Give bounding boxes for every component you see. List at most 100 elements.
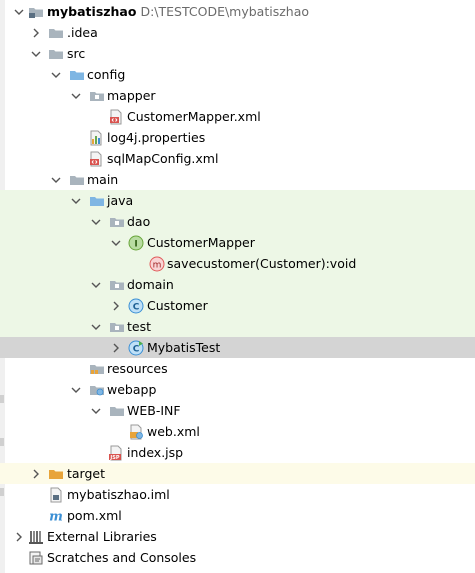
maven-badge-text: m bbox=[49, 509, 63, 524]
tree-row-webapp[interactable]: webapp bbox=[0, 379, 475, 400]
tree-label: dao bbox=[127, 214, 151, 229]
left-strip-marker bbox=[0, 438, 4, 446]
source-root-folder-icon bbox=[89, 193, 105, 209]
project-name: mybatiszhao bbox=[47, 4, 137, 19]
tree-label: mapper bbox=[107, 88, 156, 103]
tree-label: resources bbox=[107, 361, 168, 376]
tree-row-src[interactable]: src bbox=[0, 43, 475, 64]
tree-label: log4j.properties bbox=[107, 130, 206, 145]
chevron-down-icon[interactable] bbox=[50, 69, 62, 81]
folder-icon bbox=[109, 403, 125, 419]
tree-label: src bbox=[67, 46, 86, 61]
tree-row-dao[interactable]: dao bbox=[0, 211, 475, 232]
tree-row-customer-class[interactable]: C Customer bbox=[0, 295, 475, 316]
chevron-down-icon[interactable] bbox=[13, 6, 25, 18]
package-icon bbox=[109, 319, 125, 335]
tree-row-domain[interactable]: domain bbox=[0, 274, 475, 295]
web-folder-icon bbox=[89, 382, 105, 398]
tree-row-iml[interactable]: mybatiszhao.iml bbox=[0, 484, 475, 505]
tree-label: test bbox=[127, 319, 152, 334]
package-icon bbox=[89, 88, 105, 104]
chevron-down-icon[interactable] bbox=[90, 321, 102, 333]
tree-row-idea[interactable]: .idea bbox=[0, 22, 475, 43]
chevron-down-icon[interactable] bbox=[70, 384, 82, 396]
tree-label: WEB-INF bbox=[127, 403, 181, 418]
chevron-down-icon[interactable] bbox=[70, 90, 82, 102]
tree-row-resources[interactable]: resources bbox=[0, 358, 475, 379]
tree-label: CustomerMapper bbox=[147, 235, 255, 250]
maven-icon: m bbox=[48, 508, 64, 524]
chevron-down-icon[interactable] bbox=[90, 405, 102, 417]
module-file-icon bbox=[48, 487, 64, 503]
tree-row-webinf[interactable]: WEB-INF bbox=[0, 400, 475, 421]
chevron-right-icon[interactable] bbox=[110, 342, 122, 354]
left-strip-marker bbox=[0, 395, 4, 403]
tree-row-customer-mapper-interface[interactable]: I CustomerMapper bbox=[0, 232, 475, 253]
web-xml-file-icon bbox=[128, 424, 144, 440]
tree-label: sqlMapConfig.xml bbox=[107, 151, 219, 166]
runnable-class-icon: C bbox=[128, 340, 144, 356]
tree-label: Customer bbox=[147, 298, 208, 313]
interface-badge-text: I bbox=[134, 239, 137, 249]
class-icon: C bbox=[128, 298, 144, 314]
tree-label: External Libraries bbox=[47, 529, 157, 544]
tree-label: java bbox=[107, 193, 134, 208]
tree-row-scratches[interactable]: Scratches and Consoles bbox=[0, 547, 475, 568]
interface-icon: I bbox=[128, 235, 144, 251]
tree-label: MybatisTest bbox=[147, 340, 221, 355]
class-badge-text: C bbox=[133, 302, 140, 312]
tree-label: config bbox=[87, 67, 126, 82]
chevron-down-icon[interactable] bbox=[30, 48, 42, 60]
tree-label: Scratches and Consoles bbox=[47, 550, 197, 565]
library-icon bbox=[28, 529, 44, 545]
jsp-badge-text: JSP bbox=[109, 455, 119, 461]
chevron-down-icon[interactable] bbox=[70, 195, 82, 207]
xml-file-icon bbox=[88, 151, 104, 167]
left-strip-marker bbox=[0, 488, 4, 496]
tree-row-save-method[interactable]: m savecustomer(Customer):void bbox=[0, 253, 475, 274]
tree-row-target[interactable]: target bbox=[0, 463, 475, 484]
chevron-down-icon[interactable] bbox=[90, 279, 102, 291]
chevron-right-icon[interactable] bbox=[30, 27, 42, 39]
tree-row-indexjsp[interactable]: JSP index.jsp bbox=[0, 442, 475, 463]
chevron-down-icon[interactable] bbox=[110, 237, 122, 249]
chevron-down-icon[interactable] bbox=[50, 174, 62, 186]
tree-label: webapp bbox=[107, 382, 157, 397]
tree-row-config[interactable]: config bbox=[0, 64, 475, 85]
tree-row-log4j[interactable]: log4j.properties bbox=[0, 127, 475, 148]
package-icon bbox=[109, 277, 125, 293]
tree-label: index.jsp bbox=[127, 445, 184, 460]
tree-row-test[interactable]: test bbox=[0, 316, 475, 337]
chevron-right-icon[interactable] bbox=[110, 300, 122, 312]
class-badge-text: C bbox=[133, 344, 140, 354]
chevron-right-icon[interactable] bbox=[13, 531, 25, 543]
tree-row-sqlmapconfig[interactable]: sqlMapConfig.xml bbox=[0, 148, 475, 169]
tree-label: savecustomer(Customer):void bbox=[167, 256, 357, 271]
chevron-down-icon[interactable] bbox=[90, 216, 102, 228]
package-icon bbox=[109, 214, 125, 230]
tree-row-pom[interactable]: m pom.xml bbox=[0, 505, 475, 526]
tree-label: mybatiszhao.iml bbox=[67, 487, 170, 502]
method-badge-text: m bbox=[153, 260, 162, 270]
method-icon: m bbox=[149, 256, 165, 272]
tree-row-main[interactable]: main bbox=[0, 169, 475, 190]
tree-row-mybatis-test[interactable]: C MybatisTest bbox=[0, 337, 475, 358]
folder-icon bbox=[48, 25, 64, 41]
chevron-right-icon[interactable] bbox=[30, 468, 42, 480]
tree-label: main bbox=[87, 172, 119, 187]
tree-label: .idea bbox=[67, 25, 98, 40]
project-folder-icon bbox=[28, 4, 44, 20]
project-path: D:\TESTCODE\mybatiszhao bbox=[140, 4, 310, 19]
tree-row-mapper[interactable]: mapper bbox=[0, 85, 475, 106]
folder-icon bbox=[48, 46, 64, 62]
tree-row-webxml[interactable]: web.xml bbox=[0, 421, 475, 442]
tree-label: CustomerMapper.xml bbox=[127, 109, 261, 124]
tree-row-customer-mapper-xml[interactable]: CustomerMapper.xml bbox=[0, 106, 475, 127]
tree-row-external-libraries[interactable]: External Libraries bbox=[0, 526, 475, 547]
tree-label: target bbox=[67, 466, 106, 481]
tree-label: web.xml bbox=[147, 424, 200, 439]
scratches-icon bbox=[28, 550, 44, 566]
tree-row-java[interactable]: java bbox=[0, 190, 475, 211]
